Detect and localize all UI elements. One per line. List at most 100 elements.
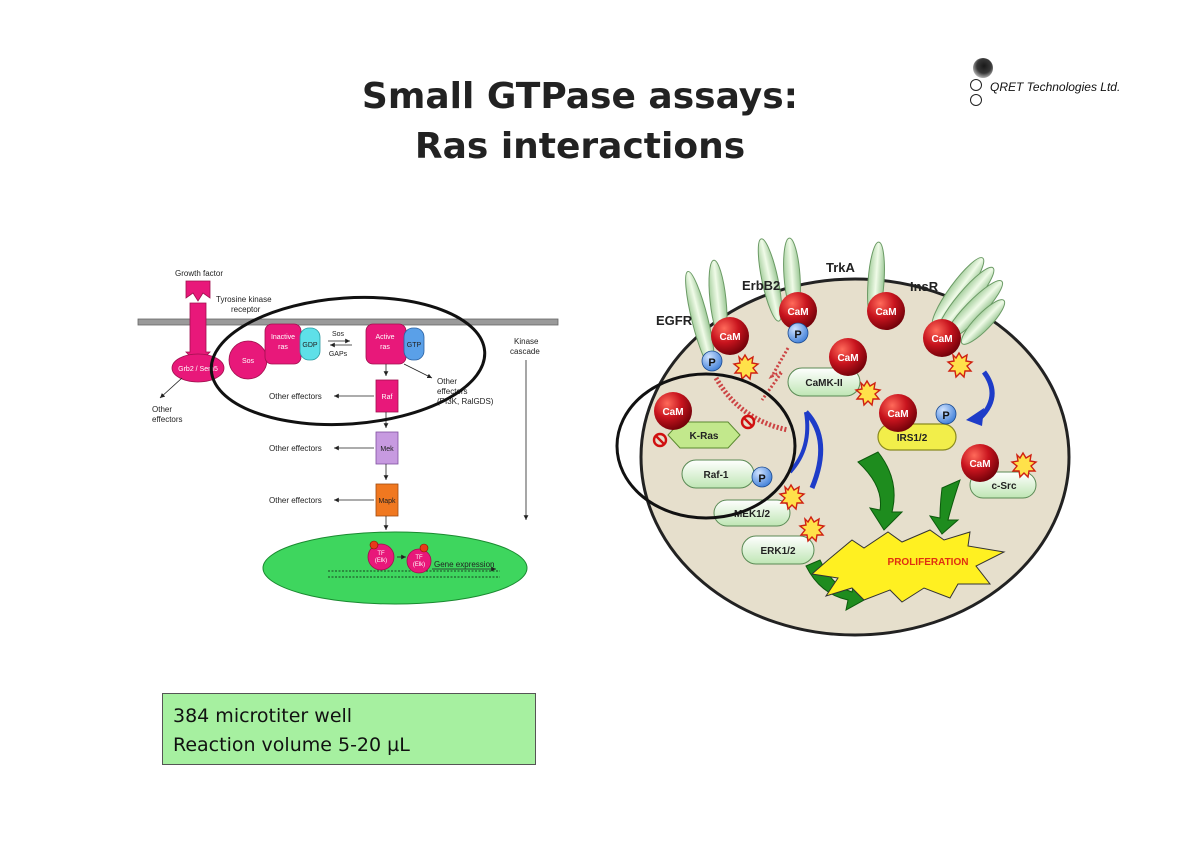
svg-text:P: P <box>942 410 949 422</box>
camk2-label: CaMK-II <box>805 378 842 389</box>
blue-arrow-1 <box>804 410 824 489</box>
svg-text:CaM: CaM <box>887 409 908 420</box>
other-effectors-right-2: effectors <box>437 387 468 396</box>
cam-node: CaM <box>779 292 817 330</box>
insr-label: InsR <box>910 279 939 294</box>
erbb2-label: ErbB2 <box>742 278 780 293</box>
title-line-1: Small GTPase assays: <box>361 76 799 117</box>
kras-node: K-Ras <box>667 421 741 449</box>
green-arrow-2 <box>928 479 961 535</box>
inhibition-icon <box>652 414 756 448</box>
svg-text:CaM: CaM <box>875 307 896 318</box>
inactive-ras-label-2: ras <box>278 344 288 351</box>
phospho-badge: P <box>935 403 957 425</box>
tf-node-1 <box>367 543 395 571</box>
tf2-label-1: TF <box>415 555 423 561</box>
ras-highlight-ellipse <box>209 295 487 427</box>
company-logo: QRET Technologies Ltd. <box>966 58 1120 110</box>
mek-effectors-label: Other effectors <box>269 444 322 453</box>
cam-node: CaM <box>961 444 999 482</box>
svg-text:P: P <box>794 329 801 341</box>
assay-info-box: 384 microtiter well Reaction volume 5-20… <box>162 693 536 765</box>
info-line-1: 384 microtiter well <box>173 705 353 727</box>
active-ras-label-1: Active <box>375 334 394 341</box>
logo-text: QRET Technologies Ltd. <box>990 80 1121 94</box>
tf1-label-1: TF <box>377 551 385 557</box>
proliferation-label: PROLIFERATION <box>888 557 969 568</box>
phospho-dot-2 <box>419 543 429 553</box>
csrc-label: c-Src <box>991 481 1016 492</box>
gdp-node <box>299 327 321 361</box>
cam-node: CaM <box>879 394 917 432</box>
tf2-label-2: (Elk) <box>413 562 425 568</box>
receptor-label-2: receptor <box>231 305 261 314</box>
cell-membrane <box>137 318 559 326</box>
svg-text:CaM: CaM <box>837 353 858 364</box>
svg-text:P: P <box>708 357 715 369</box>
cam-node: CaM <box>654 392 692 430</box>
raf1-node: Raf-1 <box>681 459 755 489</box>
mek-node <box>375 431 399 465</box>
phospho-badge: P <box>751 466 773 488</box>
logo-circles-icon <box>970 58 993 106</box>
kras-label: K-Ras <box>690 431 719 442</box>
cam-node: CaM <box>867 292 905 330</box>
svg-text:CaM: CaM <box>662 407 683 418</box>
raf-effectors-label: Other effectors <box>269 392 322 401</box>
info-line-2: Reaction volume 5-20 µL <box>173 734 410 756</box>
green-arrow-1 <box>857 451 904 531</box>
svg-text:CaM: CaM <box>787 307 808 318</box>
ras-effectors-arrow <box>403 363 433 379</box>
svg-text:CaM: CaM <box>719 332 740 343</box>
growth-factor-label: Growth factor <box>175 269 223 278</box>
egfr-signal-arrow <box>713 376 789 433</box>
svg-text:CaM: CaM <box>969 459 990 470</box>
cam-node: CaM <box>923 319 961 357</box>
grb2-effectors-arrow <box>159 377 183 399</box>
mek-label: Mek <box>380 446 394 453</box>
trka-label: TrkA <box>826 260 856 275</box>
calmodulin-pathway-diagram: EGFR ErbB2 TrkA InsR PROLIFERATION CaMK-… <box>615 237 1071 637</box>
kinase-cascade-label-2: cascade <box>510 347 540 356</box>
receptor-label-1: Tyrosine kinase <box>216 295 272 304</box>
erk12-label: ERK1/2 <box>760 546 795 557</box>
ras-pathway-diagram: Growth factor Tyrosine kinase receptor G… <box>137 269 559 605</box>
gdp-label: GDP <box>302 342 318 349</box>
gtp-label: GTP <box>407 342 422 349</box>
active-ras-label-2: ras <box>380 344 390 351</box>
exchange-label-sos: Sos <box>332 331 345 338</box>
inactive-ras-label-1: Inactive <box>271 334 295 341</box>
mek12-label: MEK1/2 <box>734 509 771 520</box>
other-effectors-left-2: effectors <box>152 415 183 424</box>
other-effectors-left-1: Other <box>152 405 172 414</box>
gene-expression-label: Gene expression <box>434 560 494 569</box>
mapk-node <box>375 483 399 517</box>
title-line-2: Ras interactions <box>414 126 746 167</box>
tf1-label-2: (Elk) <box>375 558 387 564</box>
mapk-effectors-label: Other effectors <box>269 496 322 505</box>
phospho-dot-1 <box>369 540 379 550</box>
kinase-cascade-label-1: Kinase <box>514 337 539 346</box>
raf-node <box>375 379 399 413</box>
raf1-label: Raf-1 <box>703 470 728 481</box>
cam-node: CaM <box>829 338 867 376</box>
activation-burst-icon <box>732 351 1038 543</box>
slide-title: Small GTPase assays: Ras interactions <box>330 72 830 172</box>
insr-blue-arrowhead <box>966 408 984 426</box>
cam-node: CaM <box>711 317 749 355</box>
erk12-node: ERK1/2 <box>741 535 815 565</box>
kras-highlight-circle <box>615 372 797 520</box>
grb2-label: Grb2 / Sem5 <box>178 366 218 373</box>
raf-label: Raf <box>382 394 393 401</box>
other-effectors-right-1: Other <box>437 377 457 386</box>
proliferation-burst <box>810 529 1006 603</box>
mapk-label: Mapk <box>378 498 396 505</box>
phospho-badge: P <box>787 322 809 344</box>
exchange-label-gaps: GAPs <box>329 351 348 358</box>
svg-text:CaM: CaM <box>931 334 952 345</box>
phospho-badge: P <box>701 350 723 372</box>
egfr-label: EGFR <box>656 313 693 328</box>
blue-arrow-2 <box>788 411 810 474</box>
growth-factor-shape <box>185 280 211 302</box>
other-effectors-right-3: (PI3K, RalGDS) <box>437 397 494 406</box>
